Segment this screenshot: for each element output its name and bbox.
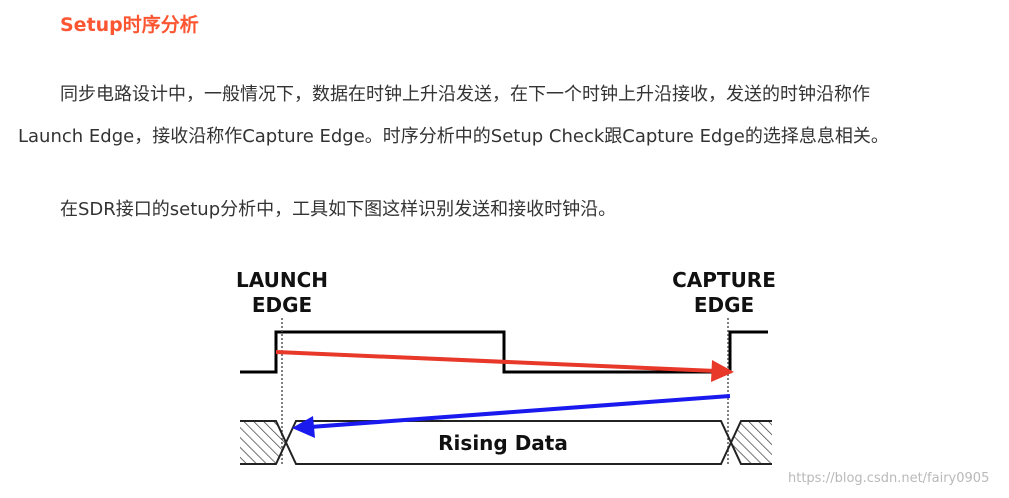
clock-waveform	[240, 330, 768, 374]
capture-edge-label-line2: EDGE	[694, 293, 754, 317]
rising-data-label: Rising Data	[438, 431, 568, 455]
capture-arrow-head	[292, 416, 315, 438]
article-heading: Setup时序分析	[60, 14, 199, 36]
data-bus-outline	[240, 420, 772, 465]
paragraph-2: 在SDR接口的setup分析中，工具如下图这样识别发送和接收时钟沿。	[60, 199, 617, 220]
paragraph-1-line-1: 同步电路设计中，一般情况下，数据在时钟上升沿发送，在下一个时钟上升沿接收，发送的…	[60, 84, 870, 105]
capture-edge-label-line1: CAPTURE	[672, 268, 776, 292]
paragraph-1: 同步电路设计中，一般情况下，数据在时钟上升沿发送，在下一个时钟上升沿接收，发送的…	[18, 74, 1008, 158]
launch-arrow	[275, 350, 717, 373]
data-bus-left-hatch	[240, 421, 286, 464]
launch-edge-label-line1: LAUNCH	[236, 268, 328, 292]
capture-arrow	[309, 394, 731, 429]
paragraph-1-line-2: Launch Edge，接收沿称作Capture Edge。时序分析中的Setu…	[18, 126, 889, 147]
data-bus-right-hatch	[731, 421, 772, 464]
launch-arrow-head	[711, 360, 734, 382]
launch-edge-label-line2: EDGE	[252, 293, 312, 317]
watermark: https://blog.csdn.net/fairy0905	[788, 471, 990, 486]
